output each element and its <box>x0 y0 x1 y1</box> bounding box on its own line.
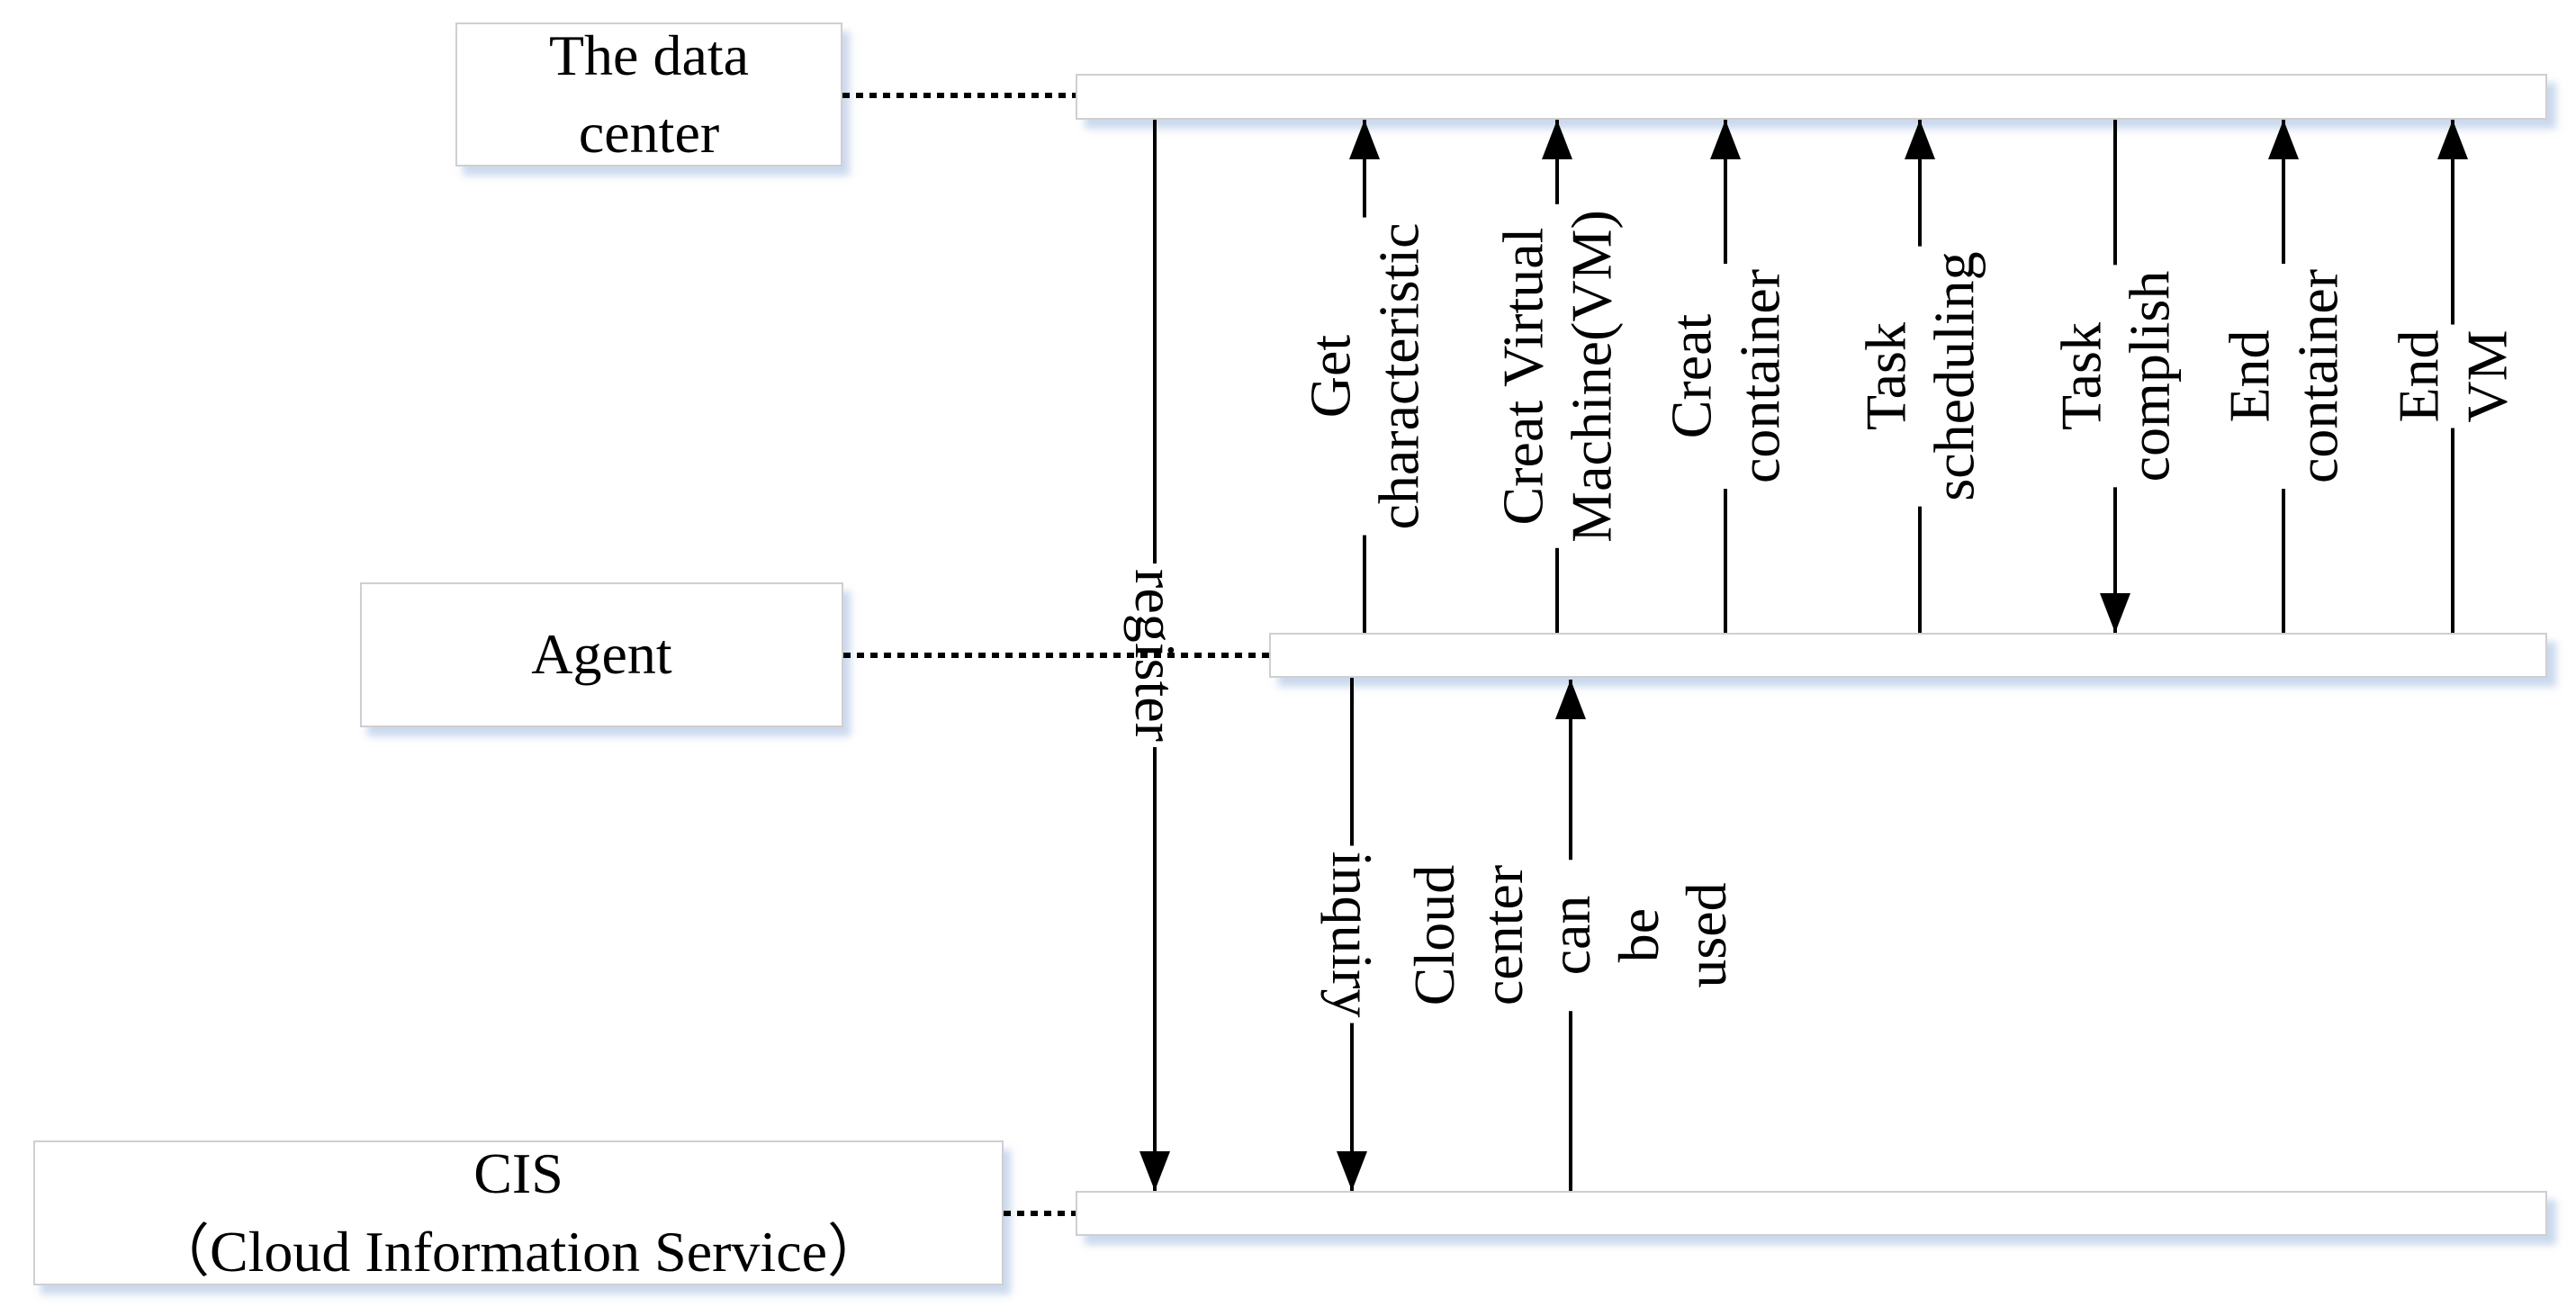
arrow-up-icon <box>2268 120 2299 159</box>
lifeline-bar-cis <box>1076 1191 2547 1236</box>
message-label: Creat Virtual Machine(VM) <box>1487 204 1627 548</box>
message-get-characteristic: Get characteristic <box>1294 120 1435 633</box>
connector-cis <box>1004 1211 1076 1216</box>
arrow-down-icon <box>2100 593 2130 633</box>
message-label: Get characteristic <box>1294 217 1435 536</box>
arrow-up-icon <box>2437 120 2468 159</box>
message-end-container: End container <box>2213 120 2354 633</box>
arrow-up-icon <box>1349 120 1380 159</box>
message-task-scheduling: Task scheduling <box>1850 120 1990 633</box>
connector-data-center <box>842 93 1076 98</box>
message-label: Cloud center can be used <box>1399 859 1743 1012</box>
arrow-up-icon <box>1555 680 1586 719</box>
actor-label-agent: Agent <box>531 622 672 687</box>
message-label: Task complish <box>2045 265 2185 488</box>
message-end-vm: End VM <box>2382 120 2523 633</box>
actor-box-agent: Agent <box>360 582 843 727</box>
arrow-up-icon <box>1542 120 1572 159</box>
message-cloud-center-can-be-used: Cloud center can be used <box>1399 680 1743 1191</box>
lifeline-bar-data-center <box>1076 74 2547 120</box>
actor-label-cis: CIS （Cloud Information Service） <box>151 1141 886 1284</box>
lifeline-bar-agent <box>1269 633 2547 678</box>
arrow-up-icon <box>1710 120 1741 159</box>
message-label: Task scheduling <box>1850 246 1990 507</box>
actor-box-cis: CIS （Cloud Information Service） <box>33 1140 1004 1285</box>
actor-label-data-center: The data center <box>548 23 750 165</box>
message-label: inquiry <box>1316 845 1388 1023</box>
arrow-up-icon <box>1905 120 1935 159</box>
message-task-complish: Task complish <box>2045 120 2185 633</box>
message-creat-virtual-machine: Creat Virtual Machine(VM) <box>1487 120 1627 633</box>
message-inquiry: inquiry <box>1316 678 1388 1191</box>
actor-box-data-center: The data center <box>455 23 842 167</box>
message-creat-container: Creat container <box>1655 120 1796 633</box>
message-label: End container <box>2213 263 2354 490</box>
connector-agent <box>843 653 1269 658</box>
arrow-down-icon <box>1139 1151 1170 1191</box>
message-label: End VM <box>2382 324 2523 428</box>
message-label: Creat container <box>1655 263 1796 490</box>
arrow-down-icon <box>1337 1151 1367 1191</box>
